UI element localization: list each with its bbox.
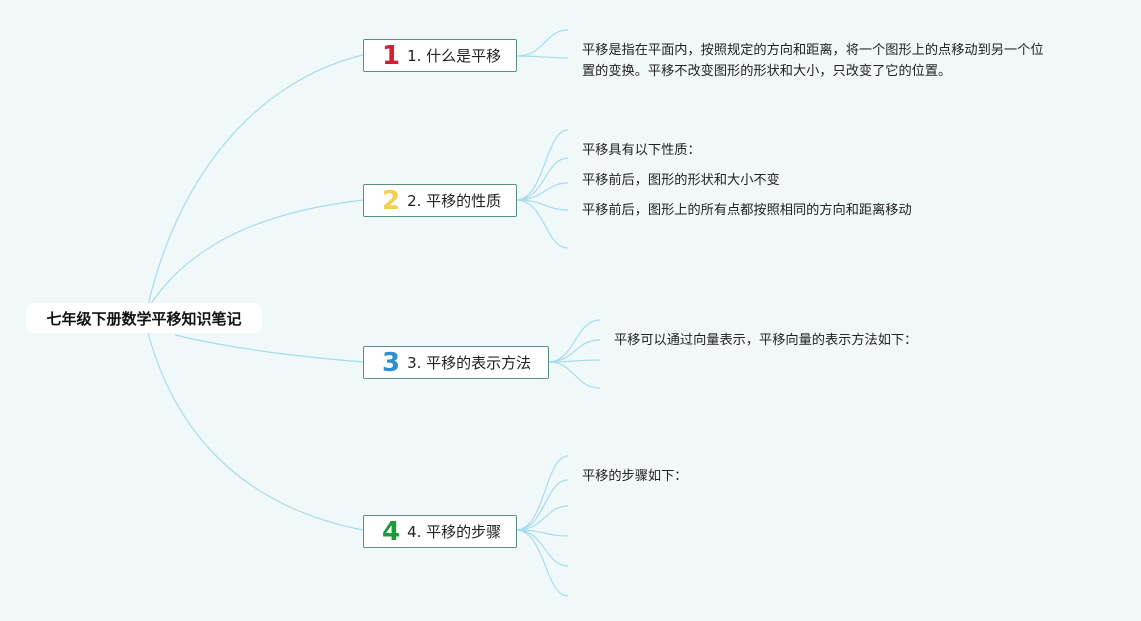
- connector-t3-d: [547, 361, 601, 389]
- connector-t4-e: [515, 529, 569, 567]
- root-title: 七年级下册数学平移知识笔记: [46, 309, 242, 328]
- connector-t2-e: [515, 199, 569, 249]
- number-4-icon: 4: [382, 516, 401, 547]
- topic2-detail-1[interactable]: 平移具有以下性质：: [582, 143, 701, 158]
- connector-root-topic2: [149, 199, 364, 306]
- topic-node-3[interactable]: 3 3. 平移的表示方法: [363, 346, 549, 379]
- connector-t1-b: [515, 55, 569, 59]
- number-2-icon: 2: [382, 185, 401, 216]
- topic1-detail-line2[interactable]: 置的变换。平移不改变图形的形状和大小，只改变了它的位置。: [582, 64, 952, 79]
- connector-root-topic4: [147, 332, 364, 531]
- topic1-detail-line1[interactable]: 平移是指在平面内，按照规定的方向和距离，将一个图形上的点移动到另一个位: [582, 43, 1044, 58]
- connector-t4-f: [515, 529, 569, 597]
- number-3-icon: 3: [382, 347, 401, 378]
- topic-label-3: 3. 平移的表示方法: [407, 354, 532, 372]
- connector-t4-c: [515, 505, 569, 531]
- topic-label-2: 2. 平移的性质: [407, 192, 502, 210]
- connector-t4-b: [515, 479, 569, 531]
- topic-node-2[interactable]: 2 2. 平移的性质: [363, 184, 517, 217]
- topic-label-1: 1. 什么是平移: [407, 47, 502, 65]
- topic4-detail-1[interactable]: 平移的步骤如下：: [582, 469, 688, 484]
- topic2-detail-3[interactable]: 平移前后，图形上的所有点都按照相同的方向和距离移动: [582, 203, 912, 218]
- connector-t2-a: [515, 129, 569, 201]
- topic-node-1[interactable]: 1 1. 什么是平移: [363, 39, 517, 72]
- connector-t2-b: [515, 157, 569, 201]
- topic-label-4: 4. 平移的步骤: [407, 523, 502, 541]
- connector-t1-a: [515, 29, 569, 57]
- topic3-detail-1[interactable]: 平移可以通过向量表示，平移向量的表示方法如下：: [614, 333, 918, 348]
- connector-t4-a: [515, 455, 569, 531]
- number-1-icon: 1: [382, 40, 401, 71]
- connector-root-topic3: [174, 334, 364, 363]
- topic-node-4[interactable]: 4 4. 平移的步骤: [363, 515, 517, 548]
- connector-root-topic1: [147, 54, 364, 306]
- topic2-detail-2[interactable]: 平移前后，图形的形状和大小不变: [582, 173, 780, 188]
- root-node[interactable]: 七年级下册数学平移知识笔记: [26, 303, 262, 333]
- connector-t2-c: [515, 182, 569, 201]
